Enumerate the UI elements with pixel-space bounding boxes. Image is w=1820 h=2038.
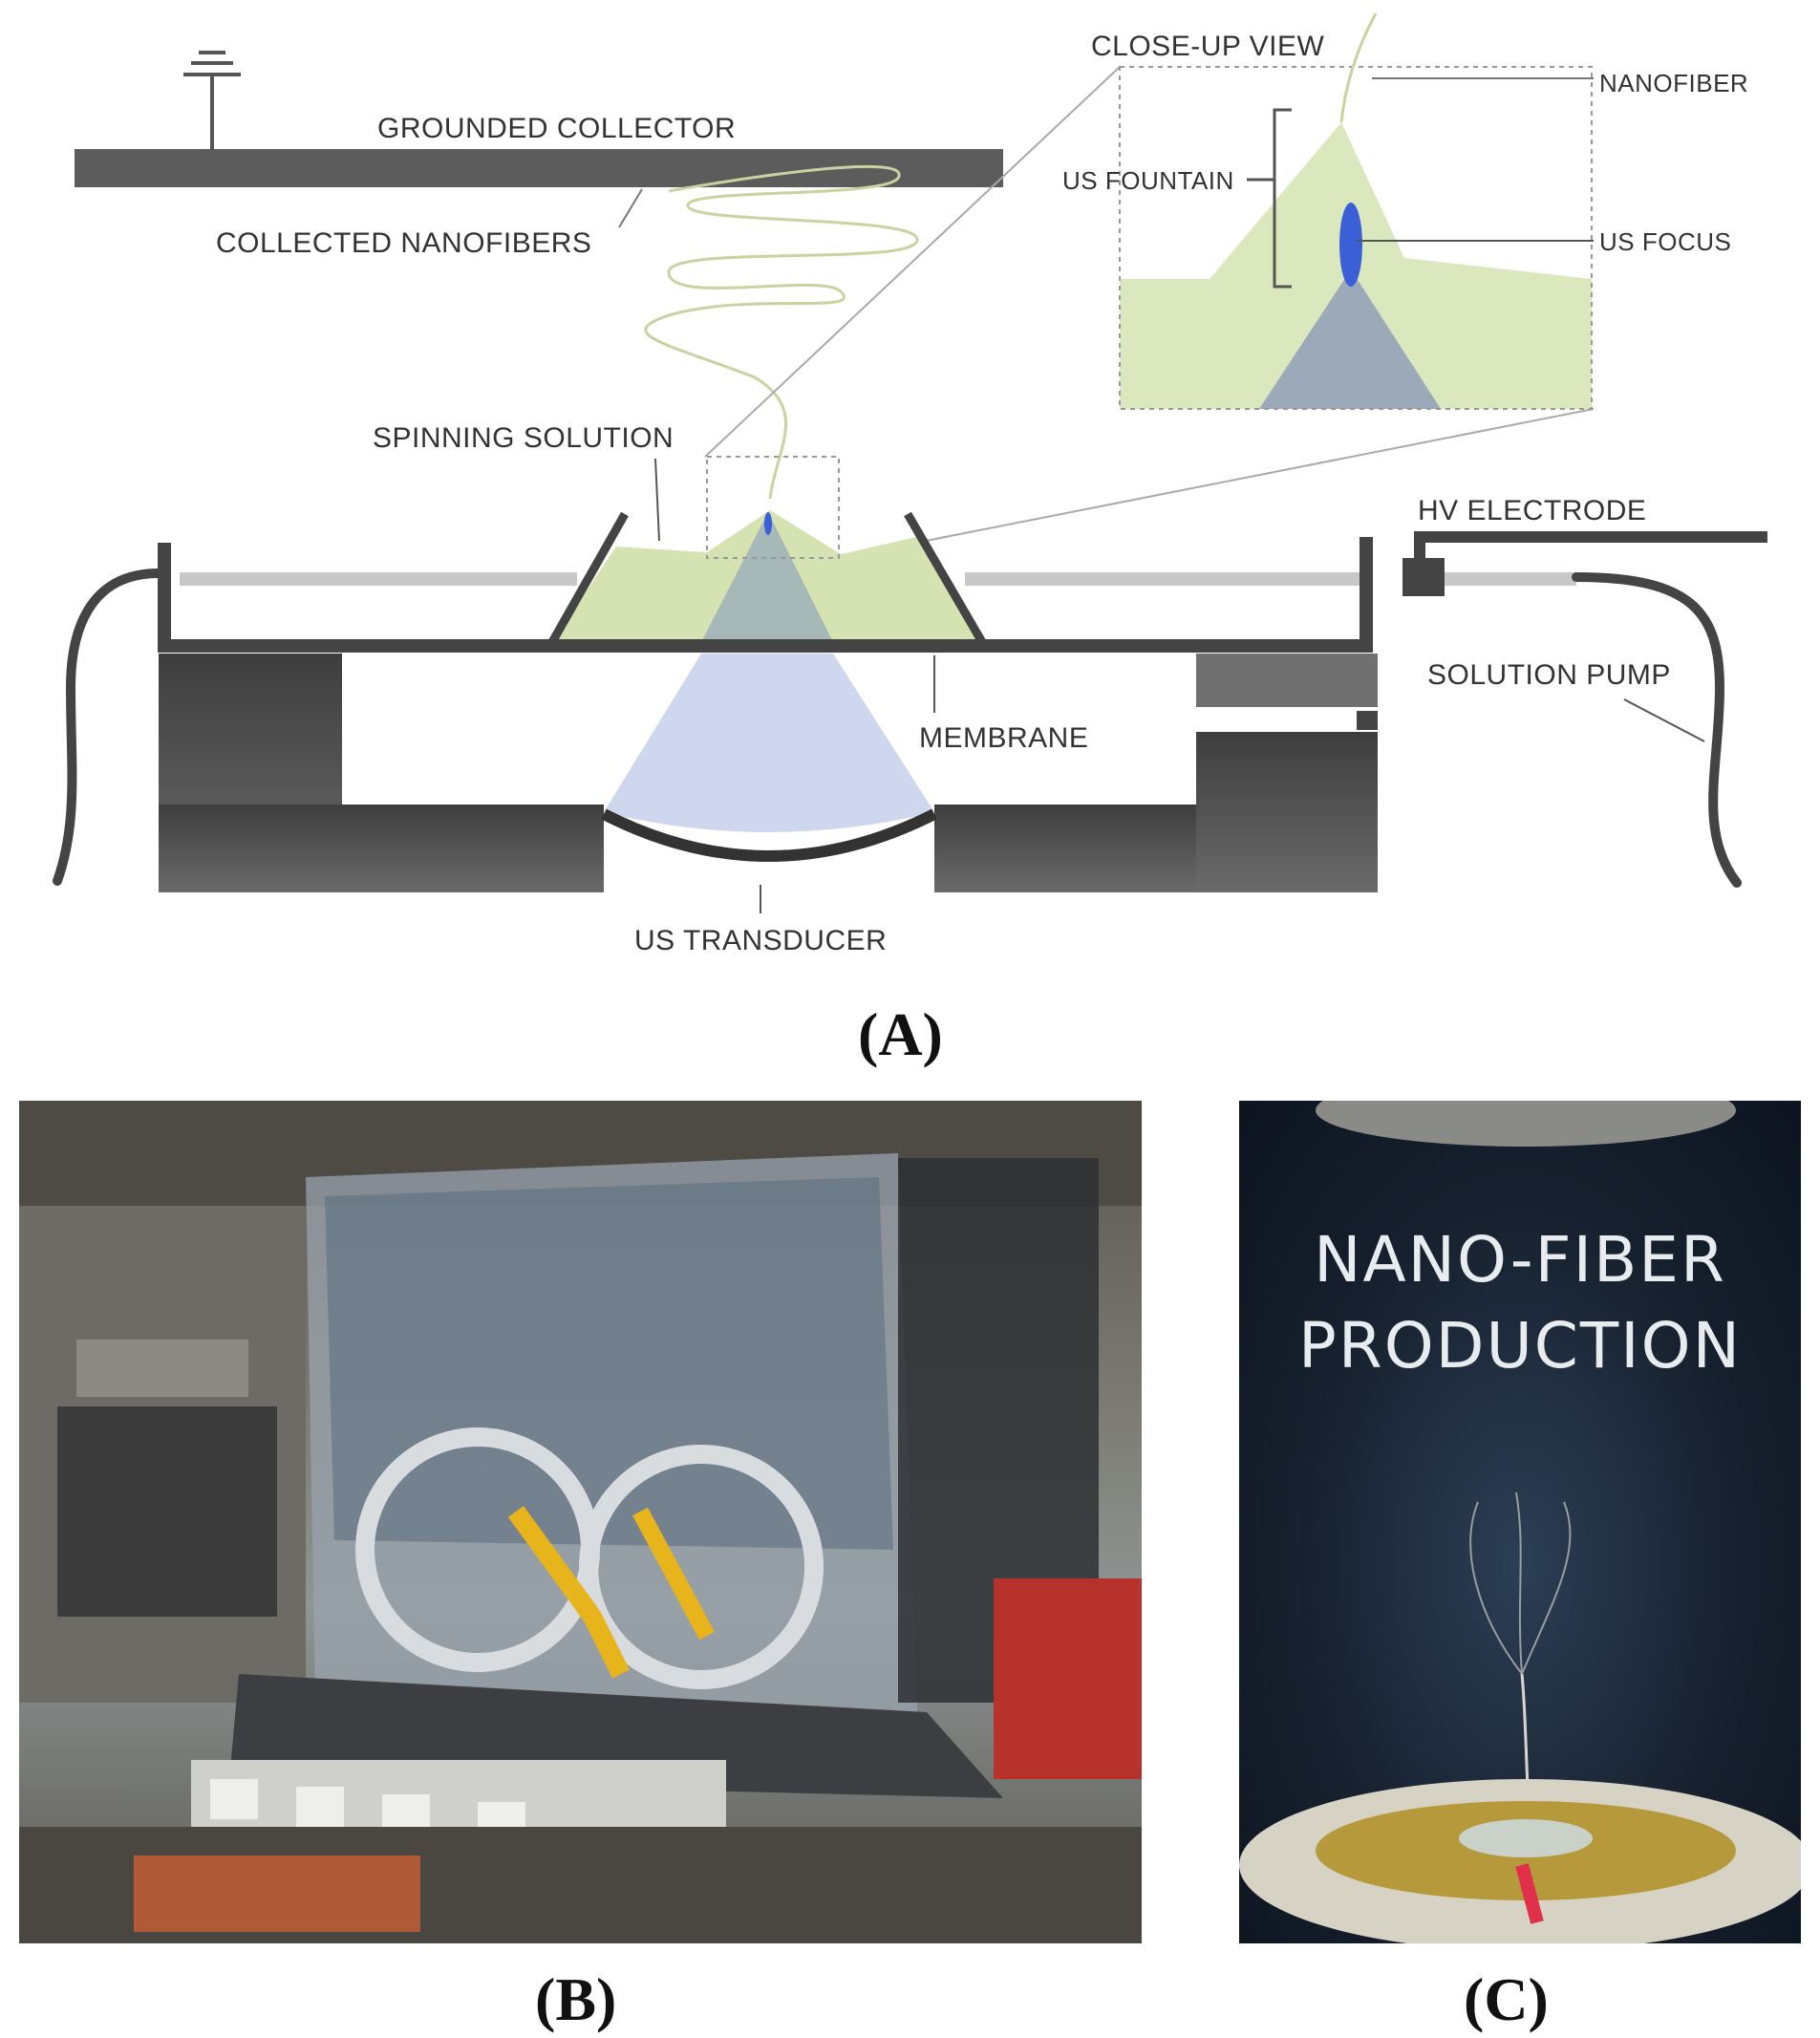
solution-pump-label: SOLUTION PUMP	[1427, 659, 1671, 691]
ultrasound-cone-lower	[604, 654, 934, 832]
spinning-solution-leader	[654, 458, 660, 542]
panel-label-a: (A)	[858, 1000, 943, 1068]
base-block-right	[1196, 732, 1378, 892]
inlet-block	[1196, 654, 1378, 707]
lab-setup-photo	[19, 1101, 1142, 1943]
nanofiber-production-illustration	[1239, 1101, 1801, 1943]
membrane-label: MEMBRANE	[919, 722, 1088, 754]
us-focus-marker	[1339, 203, 1362, 287]
hv-electrode	[1402, 558, 1445, 596]
us-transducer-label: US TRANSDUCER	[634, 925, 887, 956]
nanofiber-jet	[644, 164, 919, 500]
setup-schematic: GROUNDED COLLECTOR COLLECTED NANOFIBERS …	[53, 12, 1767, 956]
hv-electrode-wire	[1414, 531, 1767, 564]
spinning-solution-label: SPINNING SOLUTION	[373, 422, 674, 454]
zoom-line-top	[704, 66, 1121, 458]
close-up-view-label: CLOSE-UP VIEW	[1091, 31, 1325, 62]
solution-pump-tube	[1572, 572, 1742, 888]
outer-tub	[158, 537, 1373, 653]
collected-nanofibers-leader	[618, 188, 643, 228]
panel-label-c: (C)	[1464, 1965, 1549, 2033]
base-floor-left	[159, 804, 604, 892]
us-fountain-label: US FOUNTAIN	[1062, 166, 1234, 195]
grounded-collector-label: GROUNDED COLLECTOR	[377, 113, 736, 144]
photo-title-line1: NANO-FIBER	[1314, 1223, 1726, 1297]
us-transducer	[601, 808, 937, 862]
us-fountain-bracket	[1247, 108, 1292, 289]
solution-pump-leader	[1623, 698, 1705, 742]
close-up-inset	[1119, 12, 1593, 410]
tubing-left	[53, 568, 163, 886]
zoom-line-bottom	[838, 408, 1595, 559]
ultrasound-cone-upper	[701, 512, 833, 642]
nanofiber-label: NANOFIBER	[1599, 69, 1748, 97]
ground-icon	[183, 51, 241, 149]
nanofiber-production-photo: NANO-FIBER PRODUCTION	[1239, 1101, 1801, 1943]
panel-label-b: (B)	[535, 1965, 617, 2033]
us-focus-label: US FOCUS	[1599, 227, 1731, 256]
photo-title-line2: PRODUCTION	[1298, 1309, 1742, 1383]
lab-setup-illustration	[19, 1101, 1142, 1943]
hv-electrode-label: HV ELECTRODE	[1418, 495, 1646, 526]
collected-nanofibers-label: COLLECTED NANOFIBERS	[216, 227, 591, 259]
grounded-collector-plate	[75, 149, 1003, 187]
